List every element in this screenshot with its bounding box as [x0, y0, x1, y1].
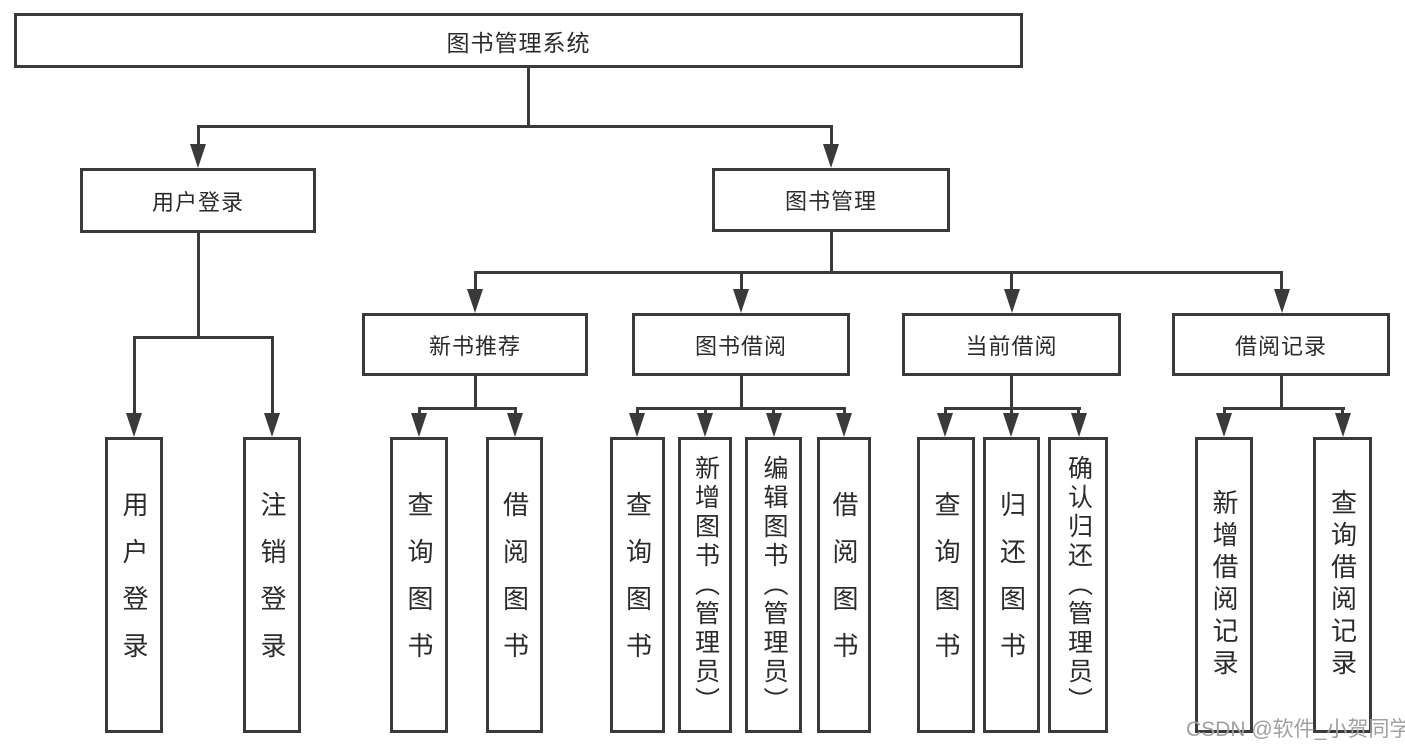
csdn-watermark: CSDN @软件_小贺同学: [1186, 718, 1405, 741]
arrow-down-icon: [411, 413, 427, 437]
leaf-logout: 注销登录: [243, 437, 301, 733]
arrow-down-icon: [126, 413, 142, 437]
arrow-down-icon: [629, 413, 645, 437]
connector-drop-leaf-login: [133, 336, 136, 414]
connector-drop: [1010, 407, 1013, 417]
leaf-user-login-label: 用户登录: [119, 491, 149, 679]
node-book-management-label: 图书管理: [784, 189, 877, 214]
leaf-borrow-add-books-admin-label: 新增图书（管理员）: [691, 454, 720, 716]
leaf-newbook-borrow-books: 借阅图书: [486, 437, 543, 733]
node-borrow-records-label: 借阅记录: [1234, 333, 1327, 359]
connector-drop-borrowrecords: [1280, 271, 1283, 291]
node-book-management: 图书管理: [712, 168, 950, 232]
connector-newbook-rail: [418, 407, 517, 410]
connector-drop: [636, 407, 639, 417]
arrow-down-icon: [1004, 289, 1020, 313]
connector-drop: [704, 407, 707, 417]
connector-currentborrow-stem: [1010, 376, 1013, 407]
leaf-current-query-books-label: 查询图书: [931, 491, 961, 679]
leaf-borrow-borrow-books: 借阅图书: [817, 437, 871, 733]
leaf-borrow-borrow-books-label: 借阅图书: [829, 491, 859, 679]
node-new-book-recommend: 新书推荐: [362, 313, 588, 376]
arrow-down-icon: [1003, 413, 1019, 437]
leaf-records-query-record-label: 查询借阅记录: [1327, 489, 1358, 681]
arrow-down-icon: [1071, 413, 1087, 437]
leaf-records-add-record: 新增借阅记录: [1195, 437, 1253, 733]
arrow-down-icon: [1335, 413, 1351, 437]
leaf-current-confirm-return-admin-label: 确认归还（管理员）: [1064, 454, 1093, 716]
node-borrow-records: 借阅记录: [1172, 313, 1390, 376]
connector-newbook-stem: [474, 376, 477, 407]
node-user-login: 用户登录: [80, 168, 316, 233]
leaf-newbook-query-books: 查询图书: [390, 437, 448, 733]
arrow-down-icon: [697, 413, 713, 437]
connector-bookborrow-stem: [740, 376, 743, 407]
leaf-borrow-query-books: 查询图书: [610, 437, 665, 733]
arrow-down-icon: [264, 413, 280, 437]
connector-drop: [772, 407, 775, 417]
leaf-borrow-edit-books-admin: 编辑图书（管理员）: [745, 437, 802, 733]
leaf-current-confirm-return-admin: 确认归还（管理员）: [1048, 437, 1108, 733]
arrow-down-icon: [190, 144, 206, 168]
connector-bookmgmt-rail: [474, 271, 1283, 274]
node-current-borrow: 当前借阅: [902, 313, 1121, 376]
node-book-borrow: 图书借阅: [632, 313, 850, 376]
leaf-records-add-record-label: 新增借阅记录: [1209, 489, 1239, 681]
arrow-down-icon: [1274, 289, 1290, 313]
leaf-newbook-query-books-label: 查询图书: [404, 491, 434, 679]
arrow-down-icon: [467, 289, 483, 313]
arrow-down-icon: [766, 413, 782, 437]
connector-drop: [418, 407, 421, 417]
arrow-down-icon: [823, 144, 839, 168]
arrow-down-icon: [1216, 413, 1232, 437]
connector-root-rail: [197, 125, 833, 128]
leaf-borrow-edit-books-admin-label: 编辑图书（管理员）: [760, 454, 788, 716]
connector-drop: [1223, 407, 1226, 417]
leaf-records-query-record: 查询借阅记录: [1313, 437, 1372, 733]
connector-root-stem: [527, 68, 530, 125]
connector-userlogin-stem: [197, 233, 200, 336]
leaf-borrow-add-books-admin: 新增图书（管理员）: [678, 437, 732, 733]
connector-borrowrecords-stem: [1280, 376, 1283, 407]
leaf-current-query-books: 查询图书: [917, 437, 975, 733]
connector-drop-book-management: [830, 125, 833, 148]
connector-borrowrecords-rail: [1223, 407, 1345, 410]
arrow-down-icon: [733, 289, 749, 313]
connector-drop-user-login: [197, 125, 200, 148]
leaf-current-return-books-label: 归还图书: [996, 491, 1027, 679]
connector-drop-leaf-logout: [271, 336, 274, 414]
connector-drop-newbook: [474, 271, 477, 291]
connector-userlogin-rail: [133, 336, 274, 339]
arrow-down-icon: [937, 413, 953, 437]
leaf-newbook-borrow-books-label: 借阅图书: [499, 491, 530, 679]
connector-drop-currentborrow: [1010, 271, 1013, 291]
node-new-book-recommend-label: 新书推荐: [428, 333, 521, 359]
connector-bookmgmt-stem: [830, 232, 833, 271]
arrow-down-icon: [507, 413, 523, 437]
connector-drop: [843, 407, 846, 417]
connector-drop-bookborrow: [740, 271, 743, 291]
arrow-down-icon: [836, 413, 852, 437]
leaf-user-login: 用户登录: [105, 437, 163, 733]
connector-drop: [1341, 407, 1344, 417]
connector-bookborrow-rail: [636, 407, 846, 410]
node-book-borrow-label: 图书借阅: [694, 333, 787, 359]
leaf-logout-label: 注销登录: [257, 491, 287, 679]
leaf-borrow-query-books-label: 查询图书: [622, 491, 653, 679]
connector-drop: [944, 407, 947, 417]
node-current-borrow-label: 当前借阅: [965, 333, 1058, 359]
leaf-current-return-books: 归还图书: [983, 437, 1040, 733]
node-user-login-label: 用户登录: [151, 189, 244, 215]
connector-drop: [1077, 407, 1080, 417]
node-root-label: 图书管理系统: [446, 29, 591, 56]
node-root: 图书管理系统: [14, 13, 1023, 68]
connector-drop: [514, 407, 517, 417]
